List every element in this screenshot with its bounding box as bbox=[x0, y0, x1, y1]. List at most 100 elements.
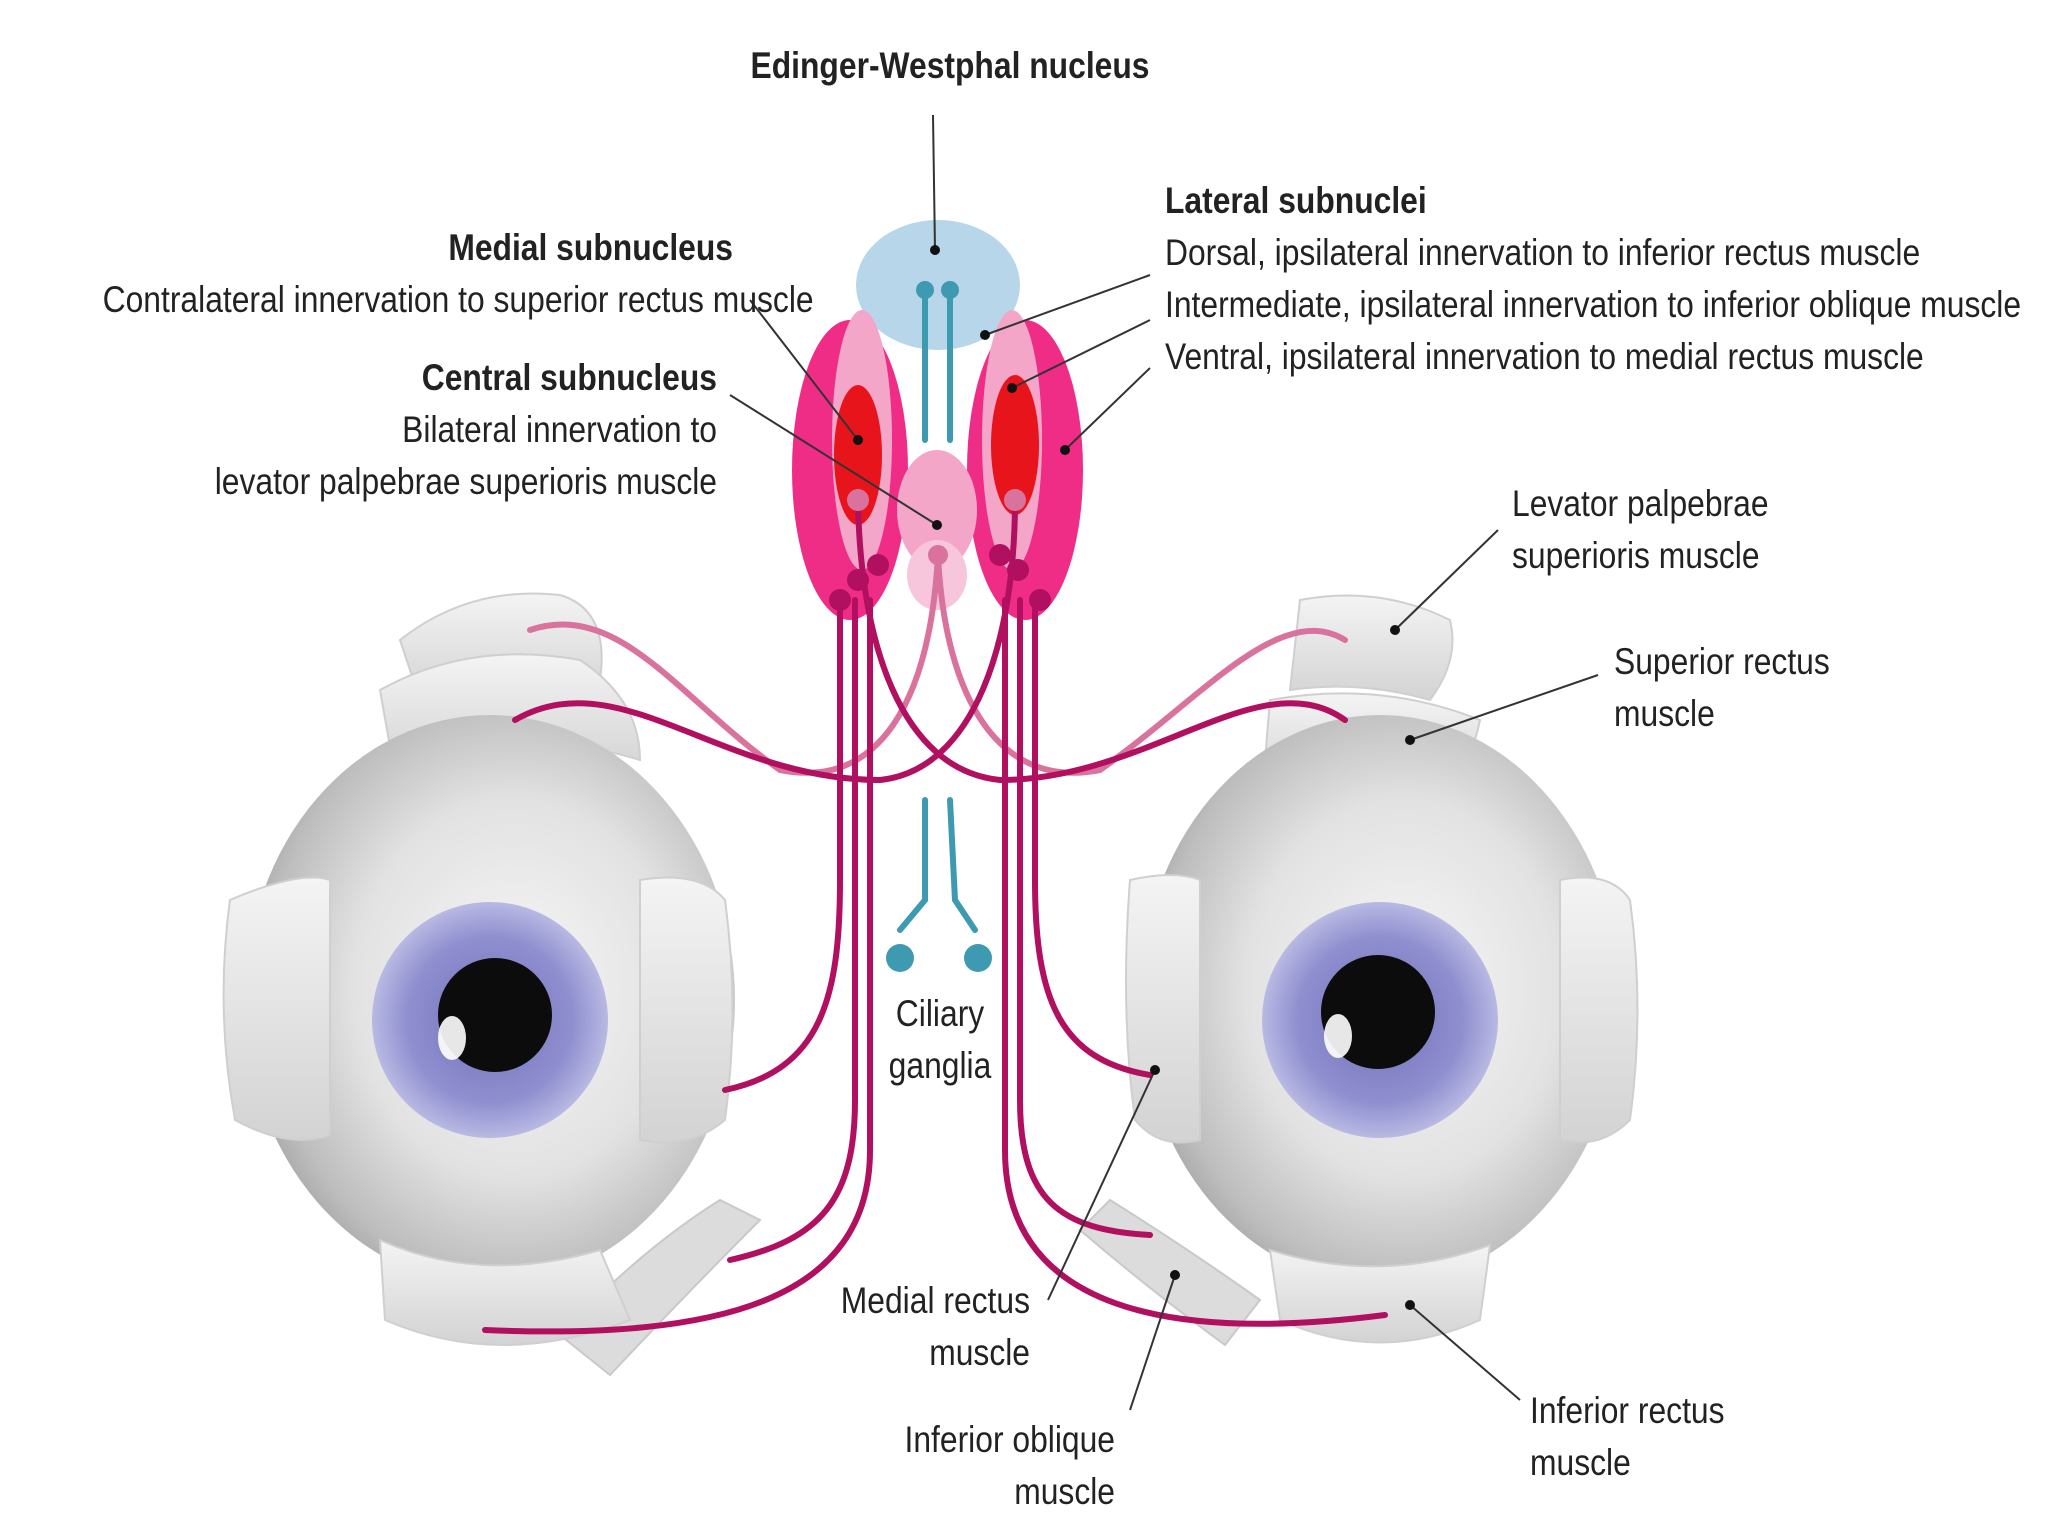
right-sr-soma bbox=[1004, 489, 1026, 511]
medial-desc: Contralateral innervation to superior re… bbox=[102, 279, 814, 320]
ciliary-line-2: ganglia bbox=[888, 1045, 992, 1086]
central-soma bbox=[928, 545, 948, 565]
dot-medial bbox=[853, 435, 863, 445]
left-lateral-rectus-muscle bbox=[222, 876, 331, 1141]
inf-rectus-line-1: Inferior rectus bbox=[1530, 1390, 1725, 1431]
levator-line-2: superioris muscle bbox=[1512, 535, 1760, 576]
inf-rectus-line-2: muscle bbox=[1530, 1442, 1631, 1483]
levator-line-1: Levator palpebrae bbox=[1512, 483, 1769, 524]
med-rectus-line-1: Medial rectus bbox=[840, 1280, 1030, 1321]
ciliary-ganglion-left bbox=[886, 944, 914, 972]
central-desc-1: Bilateral innervation to bbox=[402, 409, 717, 450]
label-ciliary-ganglia: Ciliary ganglia bbox=[854, 988, 1026, 1092]
right-medial-rectus-muscle bbox=[1125, 874, 1201, 1144]
right-inferior-oblique-muscle bbox=[1078, 1198, 1262, 1347]
nerve-fibers bbox=[482, 287, 1388, 1335]
leader-inf-rectus bbox=[1409, 1304, 1521, 1401]
central-desc-2: levator palpebrae superioris muscle bbox=[214, 461, 717, 502]
med-rectus-line-2: muscle bbox=[929, 1332, 1030, 1373]
leader-inf-oblique bbox=[1129, 1274, 1176, 1411]
dot-ew bbox=[930, 245, 940, 255]
sup-rectus-line-2: muscle bbox=[1614, 693, 1715, 734]
leader-intermediate bbox=[1011, 319, 1151, 389]
right-inferior-oblique-fiber bbox=[1017, 597, 1153, 1238]
left-sr-soma bbox=[847, 489, 869, 511]
levator-fiber-right bbox=[935, 552, 1348, 776]
levator-fiber-left bbox=[527, 552, 941, 776]
right-soma-2 bbox=[1007, 559, 1029, 581]
inf-oblique-line-1: Inferior oblique bbox=[904, 1419, 1115, 1460]
label-medial-rectus: Medial rectus muscle bbox=[772, 1275, 1030, 1379]
left-soma-1 bbox=[829, 589, 851, 611]
right-soma-3 bbox=[1029, 589, 1051, 611]
left-red-subnucleus-shape bbox=[834, 385, 882, 525]
left-eye bbox=[222, 592, 762, 1377]
right-medial-rectus-fiber bbox=[1032, 597, 1153, 1078]
right-soma-1 bbox=[989, 544, 1011, 566]
label-edinger-westphal: Edinger-Westphal nucleus bbox=[735, 40, 1165, 92]
dot-levator bbox=[1390, 625, 1400, 635]
label-inferior-oblique: Inferior oblique muscle bbox=[827, 1414, 1115, 1518]
inf-oblique-line-2: muscle bbox=[1014, 1471, 1115, 1512]
right-inferior-rectus-muscle bbox=[1268, 1243, 1492, 1344]
left-soma-3 bbox=[867, 554, 889, 576]
ciliary-ganglion-right bbox=[964, 944, 992, 972]
lateral-ventral: Ventral, ipsilateral innervation to medi… bbox=[1165, 336, 1924, 377]
ciliary-fiber-left bbox=[897, 797, 928, 933]
central-title: Central subnucleus bbox=[421, 357, 717, 398]
edinger-westphal-nucleus-shape bbox=[856, 220, 1020, 350]
sup-rectus-line-1: Superior rectus bbox=[1614, 641, 1830, 682]
leader-ventral bbox=[1064, 367, 1151, 451]
left-inferior-rectus-fiber bbox=[482, 597, 873, 1335]
lateral-title: Lateral subnuclei bbox=[1165, 180, 1427, 221]
ew-soma-right bbox=[941, 281, 959, 299]
left-inferior-oblique-fiber bbox=[727, 597, 858, 1263]
lateral-dorsal: Dorsal, ipsilateral innervation to infer… bbox=[1165, 232, 1921, 273]
leader-sup-rectus bbox=[1409, 674, 1599, 741]
label-central-subnucleus: Central subnucleus Bilateral innervation… bbox=[100, 352, 717, 508]
left-pupil-highlight bbox=[438, 1016, 466, 1060]
superior-rectus-fiber-to-left bbox=[512, 497, 1018, 784]
left-inferior-rectus-muscle bbox=[378, 1238, 632, 1346]
ciliary-fiber-right bbox=[947, 797, 978, 933]
left-medial-rectus-fiber bbox=[722, 597, 843, 1093]
right-red-subnucleus-shape bbox=[991, 375, 1039, 515]
dot-ventral bbox=[1060, 445, 1070, 455]
dot-inf-rectus bbox=[1405, 1300, 1415, 1310]
leader-dots bbox=[853, 245, 1415, 1310]
dot-dorsal bbox=[980, 330, 990, 340]
lateral-intermediate: Intermediate, ipsilateral innervation to… bbox=[1165, 284, 2022, 325]
dot-intermediate bbox=[1007, 383, 1017, 393]
leader-ew bbox=[932, 114, 936, 251]
leader-dorsal bbox=[984, 274, 1151, 336]
medial-title: Medial subnucleus bbox=[448, 227, 733, 268]
label-lateral-subnuclei: Lateral subnuclei Dorsal, ipsilateral in… bbox=[1165, 175, 2022, 383]
leader-med-rectus bbox=[1047, 1069, 1156, 1301]
right-levator-muscle bbox=[1288, 594, 1454, 702]
right-pupil-highlight bbox=[1324, 1014, 1352, 1058]
right-inferior-rectus-fiber bbox=[1002, 597, 1388, 1327]
right-lateral-rectus-muscle bbox=[1559, 876, 1639, 1144]
leader-levator bbox=[1394, 529, 1499, 631]
dot-inf-oblique bbox=[1170, 1270, 1180, 1280]
dot-sup-rectus bbox=[1405, 735, 1415, 745]
central-subnucleus-shape bbox=[897, 450, 977, 570]
left-pupil bbox=[438, 958, 552, 1072]
dot-central bbox=[932, 520, 942, 530]
leader-medial bbox=[749, 299, 859, 441]
label-inferior-rectus: Inferior rectus muscle bbox=[1530, 1385, 1814, 1489]
ew-soma-left bbox=[916, 281, 934, 299]
left-medial-rectus-muscle bbox=[639, 876, 734, 1144]
dot-med-rectus bbox=[1150, 1065, 1160, 1075]
right-eye bbox=[1078, 594, 1639, 1347]
leader-lines bbox=[729, 114, 1599, 1411]
oculomotor-nuclear-complex bbox=[792, 220, 1083, 620]
label-superior-rectus: Superior rectus muscle bbox=[1614, 636, 1906, 740]
ew-title: Edinger-Westphal nucleus bbox=[750, 45, 1150, 86]
ciliary-line-1: Ciliary bbox=[895, 993, 985, 1034]
neuron-somas bbox=[829, 281, 1051, 972]
label-medial-subnucleus: Medial subnucleus Contralateral innervat… bbox=[102, 222, 814, 326]
label-levator: Levator palpebrae superioris muscle bbox=[1512, 478, 1856, 582]
leader-central bbox=[729, 394, 938, 526]
